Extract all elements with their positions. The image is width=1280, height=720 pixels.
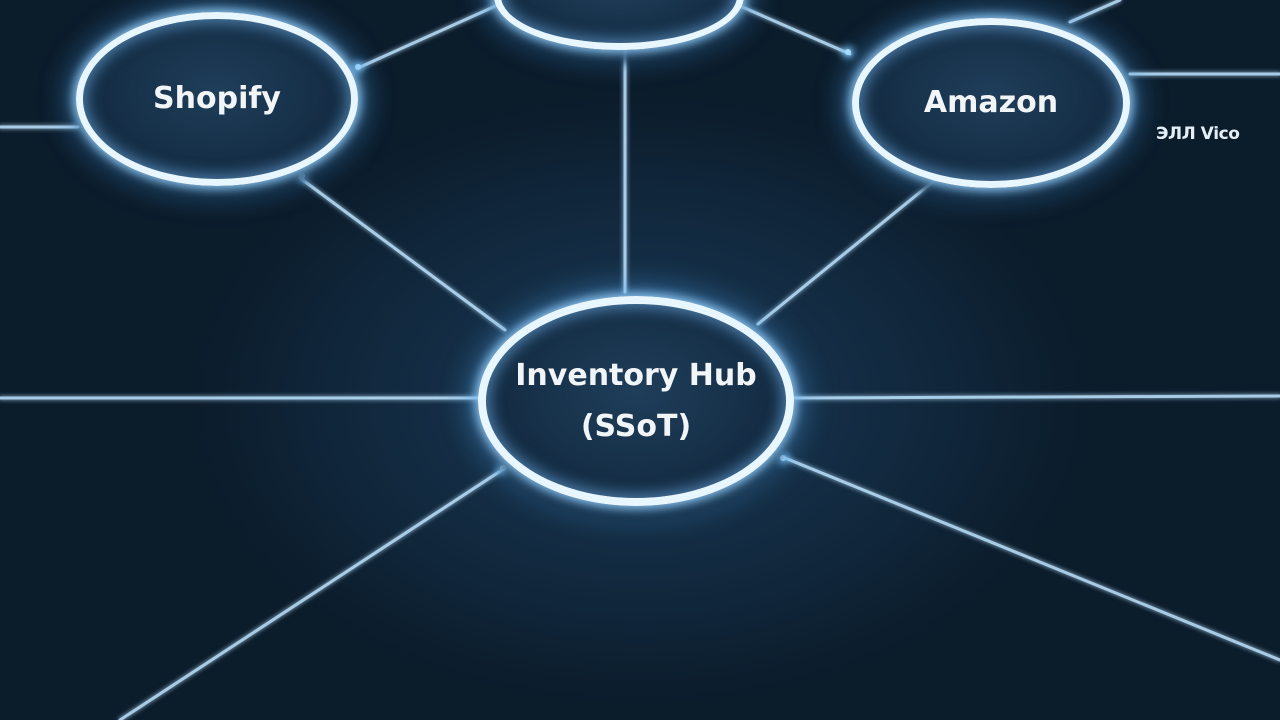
connection-dot xyxy=(355,64,361,70)
node-amazon-label: Amazon xyxy=(923,85,1059,121)
node-amazon[interactable]: Amazon xyxy=(852,18,1130,188)
node-shopify-label: Shopify xyxy=(153,81,281,117)
link-shopify-top xyxy=(356,2,502,70)
node-shopify[interactable]: Shopify xyxy=(76,12,358,186)
link-hub-bottom-left xyxy=(118,466,507,720)
link-amazon-topright xyxy=(1068,0,1122,24)
link-top-amazon xyxy=(738,4,852,56)
node-inventory-hub[interactable]: Inventory Hub (SSoT) xyxy=(478,296,794,506)
edge-label: ЭЛЛ Vіcо xyxy=(1156,124,1240,144)
link-hub-bottom-right xyxy=(783,456,1280,662)
connection-dot xyxy=(299,173,305,179)
node-hub-subtitle: (SSoT) xyxy=(580,409,692,444)
link-hub-right xyxy=(792,394,1280,400)
connection-dot xyxy=(780,455,786,461)
link-hub-amazon xyxy=(756,178,937,326)
connection-dot xyxy=(845,49,851,55)
link-hub-shopify xyxy=(298,176,507,332)
node-hub-title: Inventory Hub xyxy=(515,357,757,393)
connection-dot xyxy=(500,465,506,471)
